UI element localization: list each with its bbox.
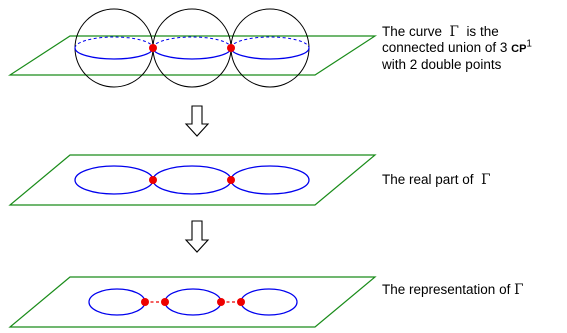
rep-point-2 (161, 298, 169, 306)
real-oval-right (230, 165, 310, 195)
sphere-right-equator-front (230, 47, 310, 60)
rep-oval-right (240, 288, 298, 316)
gamma-symbol: Γ (449, 24, 459, 40)
caption-real-part-text: The real part of (382, 172, 474, 187)
real-oval-middle (152, 165, 232, 195)
caption-curve: The curve Γ is the connected union of 3 … (382, 24, 532, 73)
rep-oval-middle (164, 288, 222, 316)
caption-curve-line-3: with 2 double points (382, 57, 502, 72)
rep-point-3 (217, 298, 225, 306)
sphere-middle-equator-front (152, 47, 232, 60)
sphere-right-equator-back (230, 36, 310, 49)
gamma-symbol: Γ (481, 172, 491, 188)
real-double-point-2 (227, 176, 235, 184)
real-double-point-1 (149, 176, 157, 184)
plane-top (7, 35, 378, 76)
sphere-left-equator-back (74, 36, 154, 49)
rep-oval-left (88, 288, 146, 316)
real-oval-left (74, 165, 154, 195)
plane-middle (8, 154, 377, 206)
caption-curve-suffix: is the (466, 24, 499, 39)
down-arrow-icon (184, 105, 210, 137)
double-point-2 (227, 44, 235, 52)
down-arrow-icon (184, 220, 210, 253)
plane-bottom (8, 276, 377, 328)
stage-real-part (8, 154, 377, 206)
caption-representation: The representation of Γ (382, 282, 523, 298)
caption-curve-line2-prefix: connected union of 3 (382, 40, 508, 55)
cp-exponent: 1 (526, 38, 532, 50)
gamma-symbol: Γ (514, 282, 524, 298)
caption-real-part: The real part of Γ (382, 172, 490, 188)
double-point-1 (149, 44, 157, 52)
caption-curve-line-1: The curve Γ is the (382, 24, 532, 40)
cp-symbol: CP (511, 43, 527, 55)
stage-spheres (7, 8, 378, 88)
caption-representation-text: The representation of (382, 282, 511, 297)
caption-curve-prefix: The curve (382, 24, 443, 39)
sphere-middle-equator-back (152, 36, 232, 49)
rep-point-1 (141, 298, 149, 306)
stage-representation (8, 276, 377, 328)
rep-point-4 (237, 298, 245, 306)
sphere-left-equator-front (74, 47, 154, 60)
caption-curve-line-2: connected union of 3 CP1 (382, 38, 532, 57)
